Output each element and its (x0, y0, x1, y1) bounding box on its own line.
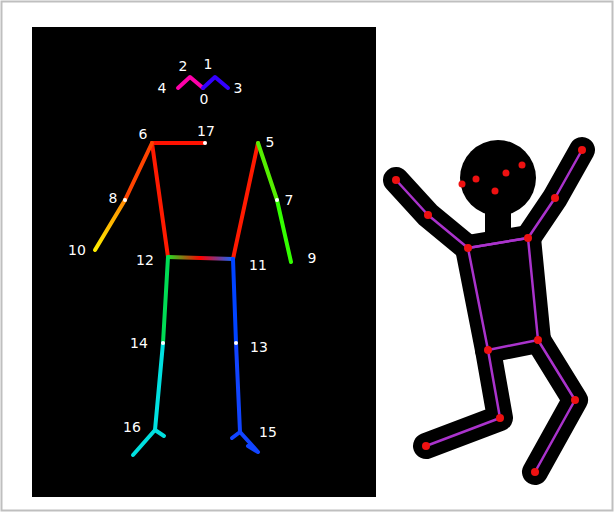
keypoint-number: 17 (197, 124, 215, 138)
keypoint-number: 7 (285, 193, 294, 207)
keypoint-number: 16 (123, 420, 141, 434)
keypoint-number: 14 (130, 336, 148, 350)
keypoint-number: 1 (204, 57, 213, 71)
keypoint-number: 3 (234, 81, 243, 95)
keypoint-number: 8 (109, 191, 118, 205)
keypoint-number: 0 (200, 92, 209, 106)
keypoint-number: 11 (249, 258, 267, 272)
keypoint-number: 15 (259, 425, 277, 439)
keypoint-number: 10 (68, 243, 86, 257)
keypoint-number: 9 (308, 251, 317, 265)
keypoint-number: 6 (139, 127, 148, 141)
keypoint-number: 12 (136, 253, 154, 267)
keypoint-number: 4 (158, 81, 167, 95)
keypoint-number: 2 (179, 59, 188, 73)
keypoint-number: 5 (266, 135, 275, 149)
keypoint-number: 13 (250, 340, 268, 354)
